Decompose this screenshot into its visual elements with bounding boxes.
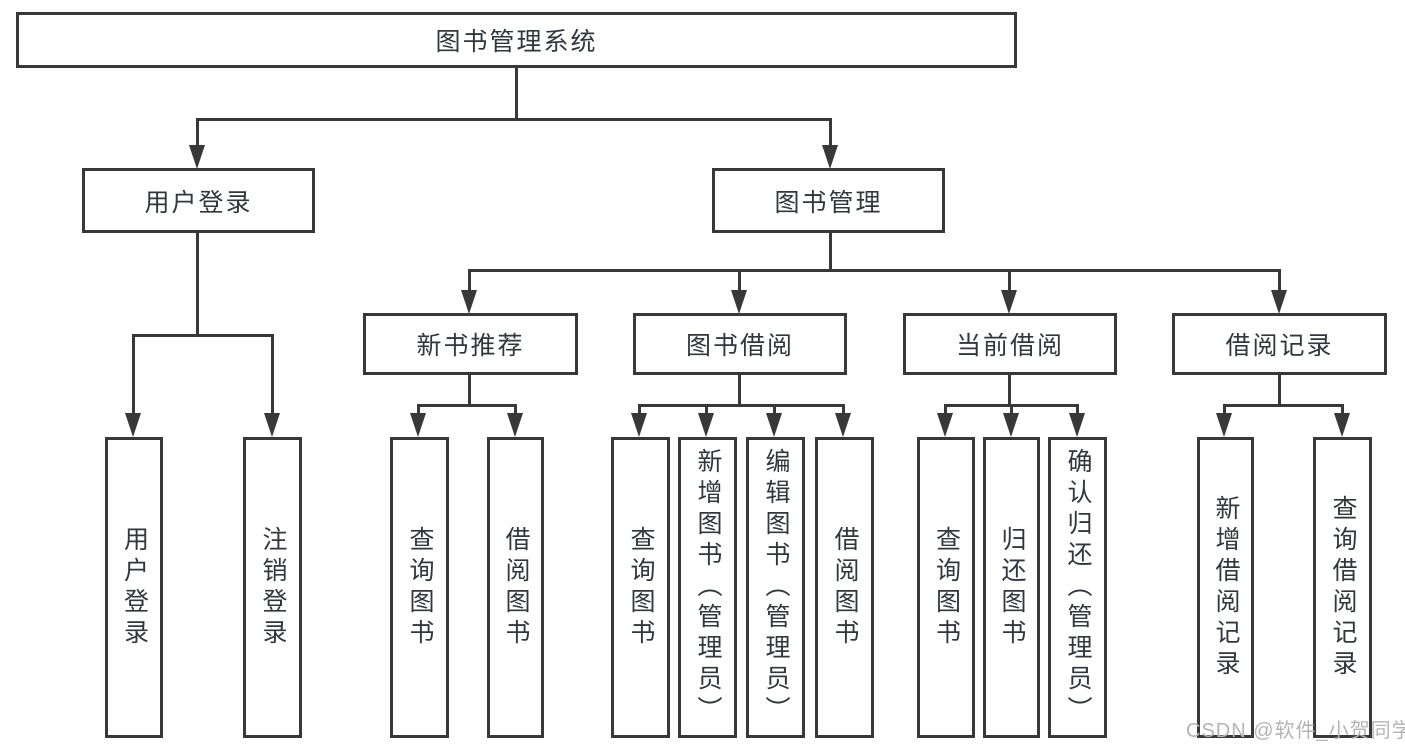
node-label: 查询图书 bbox=[627, 525, 655, 650]
connector-book-management-stem bbox=[829, 233, 832, 272]
node-borrowing-records: 借阅记录 bbox=[1172, 313, 1387, 375]
node-label: 注销登录 bbox=[259, 525, 287, 650]
connector-drop bbox=[1223, 404, 1226, 416]
connector-book-borrowing-bar bbox=[638, 404, 845, 407]
leaf-query-books-borrowing: 查询图书 bbox=[611, 437, 670, 738]
node-new-book-recommendation: 新书推荐 bbox=[363, 313, 578, 375]
arrow-down-icon bbox=[1216, 413, 1232, 437]
leaf-borrow-books-recommend: 借阅图书 bbox=[487, 437, 544, 738]
connector-borrowing-records-bar bbox=[1223, 404, 1344, 407]
arrow-down-icon bbox=[1271, 290, 1287, 314]
connector-book-borrowing-stem bbox=[738, 375, 741, 407]
arrow-down-icon bbox=[1003, 413, 1019, 437]
connector-drop bbox=[1076, 404, 1079, 416]
node-label: 查询图书 bbox=[406, 525, 434, 650]
connector-current-borrowing-stem bbox=[1008, 375, 1011, 407]
node-label: 归还图书 bbox=[998, 525, 1026, 650]
connector-drop bbox=[1341, 404, 1344, 416]
node-book-borrowing: 图书借阅 bbox=[633, 313, 847, 375]
node-book-management: 图书管理 bbox=[712, 168, 945, 233]
arrow-down-icon bbox=[937, 413, 953, 437]
arrow-down-icon bbox=[731, 290, 747, 314]
arrow-down-icon bbox=[1001, 290, 1017, 314]
arrow-down-icon bbox=[189, 145, 205, 169]
node-label: 用户登录 bbox=[144, 188, 253, 217]
leaf-borrow-books-borrowing: 借阅图书 bbox=[815, 437, 874, 738]
node-label: 用户登录 bbox=[120, 525, 149, 650]
arrow-down-icon bbox=[766, 413, 782, 437]
connector-drop-borrowing-records bbox=[1278, 269, 1281, 293]
connector-drop bbox=[514, 404, 517, 416]
connector-drop-book-borrowing bbox=[738, 269, 741, 293]
leaf-edit-books-admin: 编辑图书（管理员） bbox=[746, 437, 805, 738]
node-label: 编辑图书（管理员） bbox=[762, 448, 790, 727]
csdn-watermark: CSDN @软件_小贺同学 bbox=[1186, 720, 1405, 742]
leaf-user-login: 用户登录 bbox=[105, 437, 163, 738]
connector-drop-user-login bbox=[196, 118, 199, 150]
connector-root-bar bbox=[196, 118, 832, 121]
node-label: 图书借阅 bbox=[685, 332, 794, 360]
arrow-down-icon bbox=[410, 413, 426, 437]
leaf-query-borrow-record: 查询借阅记录 bbox=[1313, 437, 1372, 738]
arrow-down-icon bbox=[507, 413, 523, 437]
node-root-library-system: 图书管理系统 bbox=[16, 12, 1017, 68]
connector-new-book-bar bbox=[417, 404, 517, 407]
leaf-query-books-current: 查询图书 bbox=[917, 437, 975, 738]
arrow-down-icon bbox=[835, 413, 851, 437]
connector-drop bbox=[773, 404, 776, 416]
arrow-down-icon bbox=[698, 413, 714, 437]
node-label: 图书管理系统 bbox=[435, 28, 598, 56]
node-label: 查询借阅记录 bbox=[1329, 494, 1357, 681]
arrow-down-icon bbox=[822, 145, 838, 169]
node-label: 查询图书 bbox=[932, 525, 961, 650]
node-label: 图书管理 bbox=[774, 188, 883, 217]
connector-drop-current-borrowing bbox=[1008, 269, 1011, 293]
node-label: 确认归还（管理员） bbox=[1064, 448, 1092, 727]
connector-user-login-bar bbox=[132, 334, 274, 337]
leaf-logout: 注销登录 bbox=[243, 437, 302, 738]
node-label: 借阅记录 bbox=[1225, 332, 1334, 360]
arrow-down-icon bbox=[264, 413, 280, 437]
arrow-down-icon bbox=[1069, 413, 1085, 437]
leaf-query-books-recommend: 查询图书 bbox=[390, 437, 449, 738]
arrow-down-icon bbox=[461, 290, 477, 314]
node-label: 新增借阅记录 bbox=[1212, 494, 1240, 681]
connector-drop-new-book bbox=[468, 269, 471, 293]
connector-drop bbox=[842, 404, 845, 416]
node-label: 当前借阅 bbox=[955, 332, 1064, 360]
node-label: 借阅图书 bbox=[831, 525, 859, 650]
connector-new-book-stem bbox=[468, 375, 471, 407]
connector-drop-leaf-logout bbox=[271, 334, 274, 416]
connector-drop bbox=[417, 404, 420, 416]
connector-drop-book-management bbox=[829, 118, 832, 150]
node-user-login: 用户登录 bbox=[82, 168, 315, 233]
connector-drop bbox=[944, 404, 947, 416]
node-label: 新书推荐 bbox=[416, 332, 525, 360]
connector-borrowing-records-stem bbox=[1278, 375, 1281, 407]
connector-drop bbox=[1010, 404, 1013, 416]
node-current-borrowing: 当前借阅 bbox=[903, 313, 1117, 375]
connector-book-management-bar bbox=[468, 269, 1281, 272]
arrow-down-icon bbox=[1334, 413, 1350, 437]
arrow-down-icon bbox=[631, 413, 647, 437]
node-label: 新增图书（管理员） bbox=[694, 448, 722, 727]
leaf-return-books: 归还图书 bbox=[983, 437, 1040, 738]
connector-drop bbox=[638, 404, 641, 416]
leaf-confirm-return-admin: 确认归还（管理员） bbox=[1048, 437, 1107, 738]
connector-root-stem bbox=[515, 68, 518, 121]
connector-user-login-stem bbox=[196, 233, 199, 337]
node-label: 借阅图书 bbox=[502, 525, 530, 650]
connector-drop-leaf-user-login bbox=[132, 334, 135, 416]
connector-drop bbox=[705, 404, 708, 416]
arrow-down-icon bbox=[125, 413, 141, 437]
leaf-add-books-admin: 新增图书（管理员） bbox=[678, 437, 737, 738]
leaf-add-borrow-record: 新增借阅记录 bbox=[1197, 437, 1254, 738]
